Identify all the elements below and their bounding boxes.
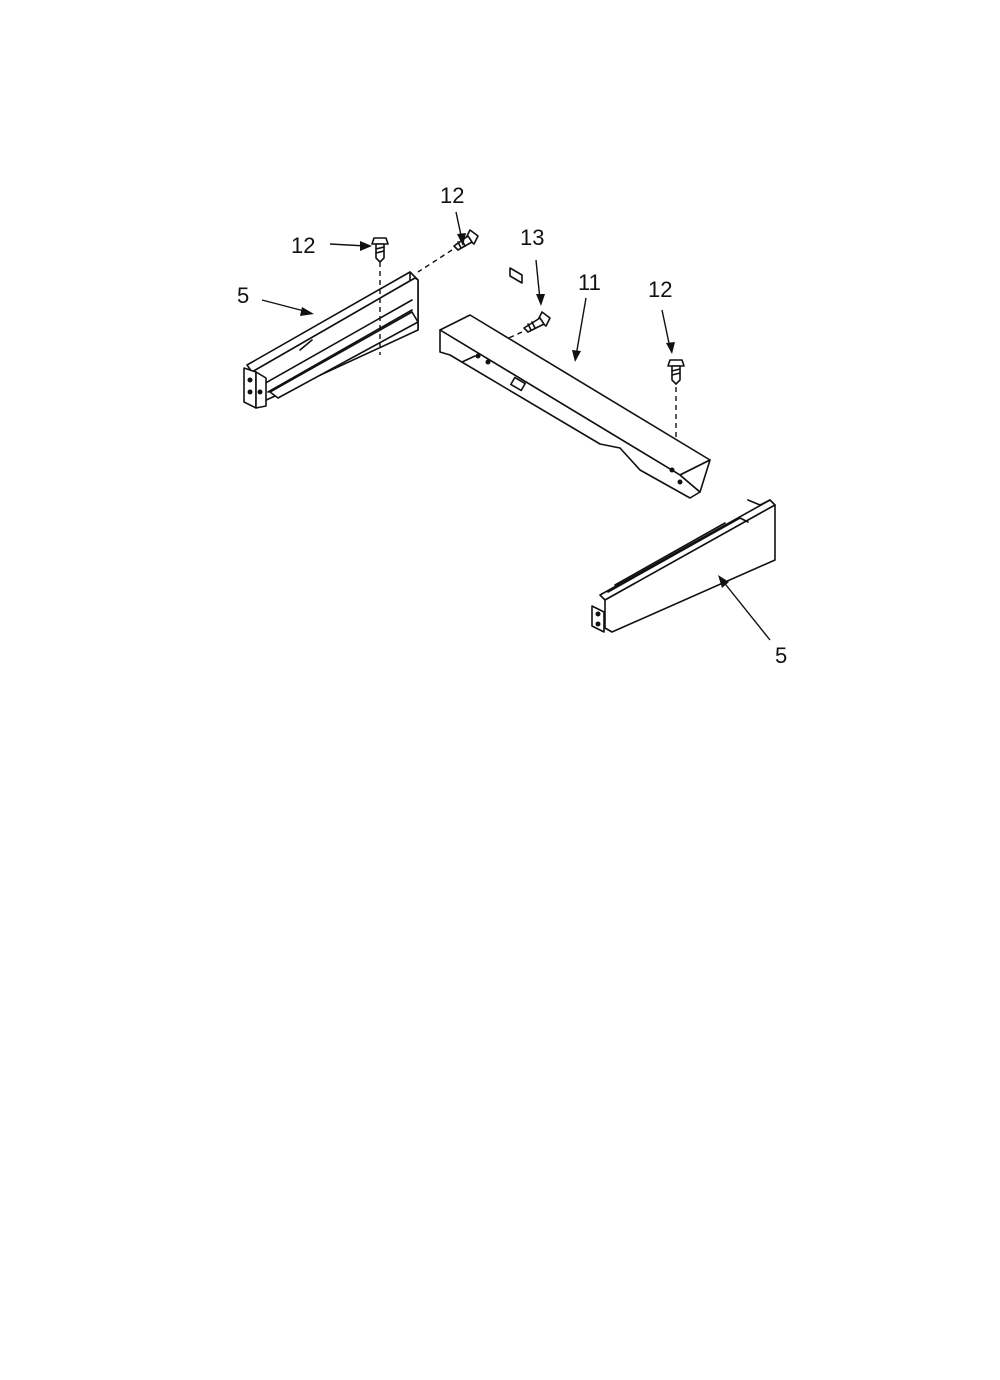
- leader-rail-left: [261, 299, 314, 316]
- screw-right: [667, 359, 685, 385]
- callout-screw-top: 12: [440, 183, 464, 208]
- screw-13: [523, 311, 551, 333]
- callout-screw-left: 12: [291, 233, 315, 258]
- right-rail: [591, 499, 776, 633]
- callout-brace: 11: [578, 270, 601, 295]
- leader-screw-13: [535, 259, 545, 306]
- leader-screw-left: [329, 241, 372, 251]
- callout-rail-left: 5: [237, 283, 249, 308]
- callout-screw-right: 12: [648, 277, 672, 302]
- leader-screw-right: [661, 309, 675, 354]
- callout-rail-right: 5: [775, 643, 787, 668]
- leader-rail-right: [718, 575, 771, 641]
- center-brace: [439, 267, 711, 499]
- screw-left: [371, 237, 389, 263]
- top-screw-axis: [417, 249, 453, 273]
- left-rail: [243, 271, 419, 409]
- leader-brace: [572, 297, 587, 362]
- leader-screw-top: [455, 211, 466, 246]
- callout-screw-13: 13: [520, 225, 544, 250]
